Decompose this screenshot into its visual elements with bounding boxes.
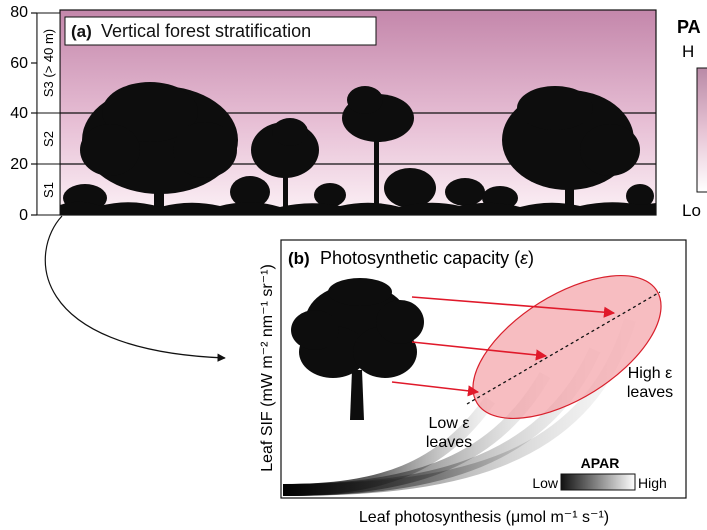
stratum-label-s1: S1 (41, 182, 56, 198)
panel-b: (b) Photosynthetic capacity (ε) (280, 239, 687, 499)
high-eps-label-line1: High ε (628, 365, 672, 382)
apar-legend-low: Low (532, 475, 559, 491)
apar-legend-high: High (638, 475, 667, 491)
high-eps-label-line2: leaves (627, 384, 673, 401)
arrow-middle (411, 341, 548, 361)
par-legend: PA H Lo (677, 17, 707, 220)
arrow-top (411, 296, 616, 318)
par-legend-bar (696, 67, 707, 193)
y-tick-label-0: 0 (19, 207, 28, 224)
apar-legend-title: APAR (581, 455, 620, 471)
y-tick-label-20: 20 (10, 156, 28, 173)
leaf-arrows (391, 296, 616, 397)
panel-a-y-ticks (31, 12, 37, 216)
stratum-label-s2: S2 (41, 131, 56, 147)
panel-b-label: (b) (288, 249, 310, 268)
low-eps-label-line1: Low ε (429, 415, 470, 432)
tree-icon (291, 278, 424, 420)
panel-b-y-axis-label: Leaf SIF (mW m⁻² nm⁻¹ sr⁻¹) (259, 264, 276, 472)
apar-legend-bar (560, 473, 636, 491)
panel-a: (a) Vertical forest stratification 0 20 … (10, 4, 657, 224)
epsilon-trend-line (466, 291, 661, 405)
par-legend-title: PA (677, 17, 701, 37)
par-legend-high: H (682, 42, 694, 61)
stratum-label-s3: S3 (> 40 m) (41, 29, 56, 97)
panel-b-x-axis-label: Leaf photosynthesis (μmol m⁻¹ s⁻¹) (359, 509, 609, 526)
par-legend-low: Lo (682, 201, 701, 220)
connector-arrow (44, 215, 226, 362)
low-eps-label-line2: leaves (426, 434, 472, 451)
panel-b-title: Photosynthetic capacity (ε) (320, 248, 534, 268)
y-tick-label-40: 40 (10, 105, 28, 122)
forest-silhouette (60, 82, 656, 215)
y-tick-label-60: 60 (10, 55, 28, 72)
y-tick-label-80: 80 (10, 4, 28, 21)
panel-a-title: Vertical forest stratification (101, 21, 311, 41)
arrow-bottom (391, 381, 480, 397)
panel-a-title-box (64, 16, 377, 46)
panel-a-label: (a) (71, 22, 92, 41)
